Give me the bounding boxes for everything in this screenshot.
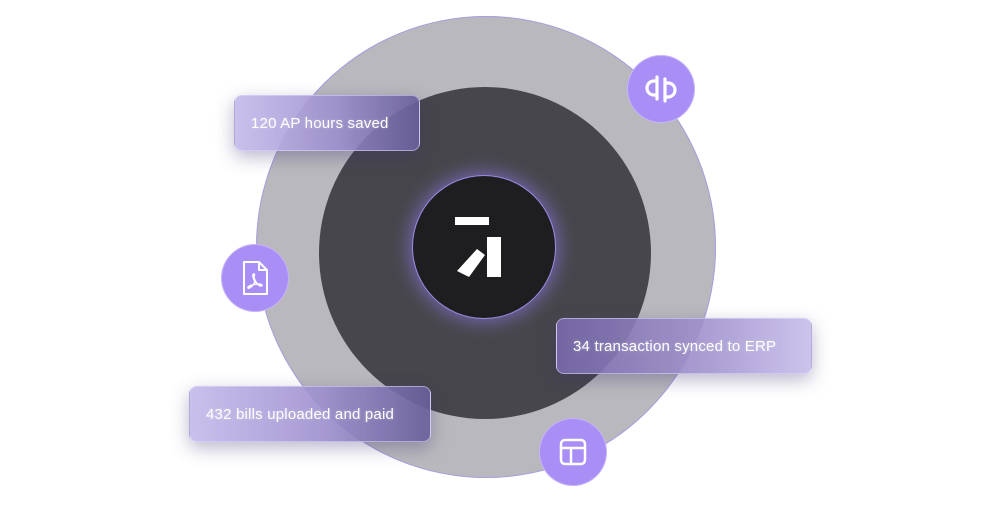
hours-saved-stat: 120 AP hours saved (234, 95, 420, 151)
brand-logo-icon (455, 217, 501, 277)
table-badge (539, 418, 607, 486)
transactions-synced-stat: 34 transaction synced to ERP (556, 318, 812, 374)
quickbooks-badge (627, 55, 695, 123)
table-grid-icon (559, 438, 587, 466)
bills-paid-stat: 432 bills uploaded and paid (189, 386, 431, 442)
pdf-badge (221, 244, 289, 312)
pdf-file-icon (243, 261, 268, 295)
core-circle (413, 176, 555, 318)
quickbooks-icon (645, 75, 677, 103)
